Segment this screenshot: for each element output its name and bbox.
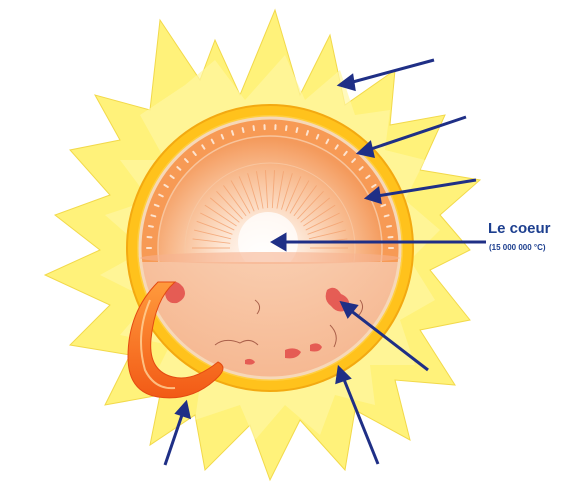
convection-mark [307, 131, 308, 135]
core-temperature-label: (15 000 000 °C) [489, 243, 546, 252]
convection-mark [253, 126, 254, 130]
convection-mark [387, 226, 391, 227]
convection-mark [385, 215, 389, 216]
core-label: Le coeur [488, 220, 551, 237]
convection-mark [151, 215, 155, 216]
convection-mark [232, 131, 233, 135]
convection-mark [381, 205, 385, 206]
convection-mark [155, 205, 159, 206]
convection-mark [149, 226, 153, 227]
convection-mark [296, 128, 297, 132]
convection-mark [243, 128, 244, 132]
convection-mark [286, 126, 287, 130]
